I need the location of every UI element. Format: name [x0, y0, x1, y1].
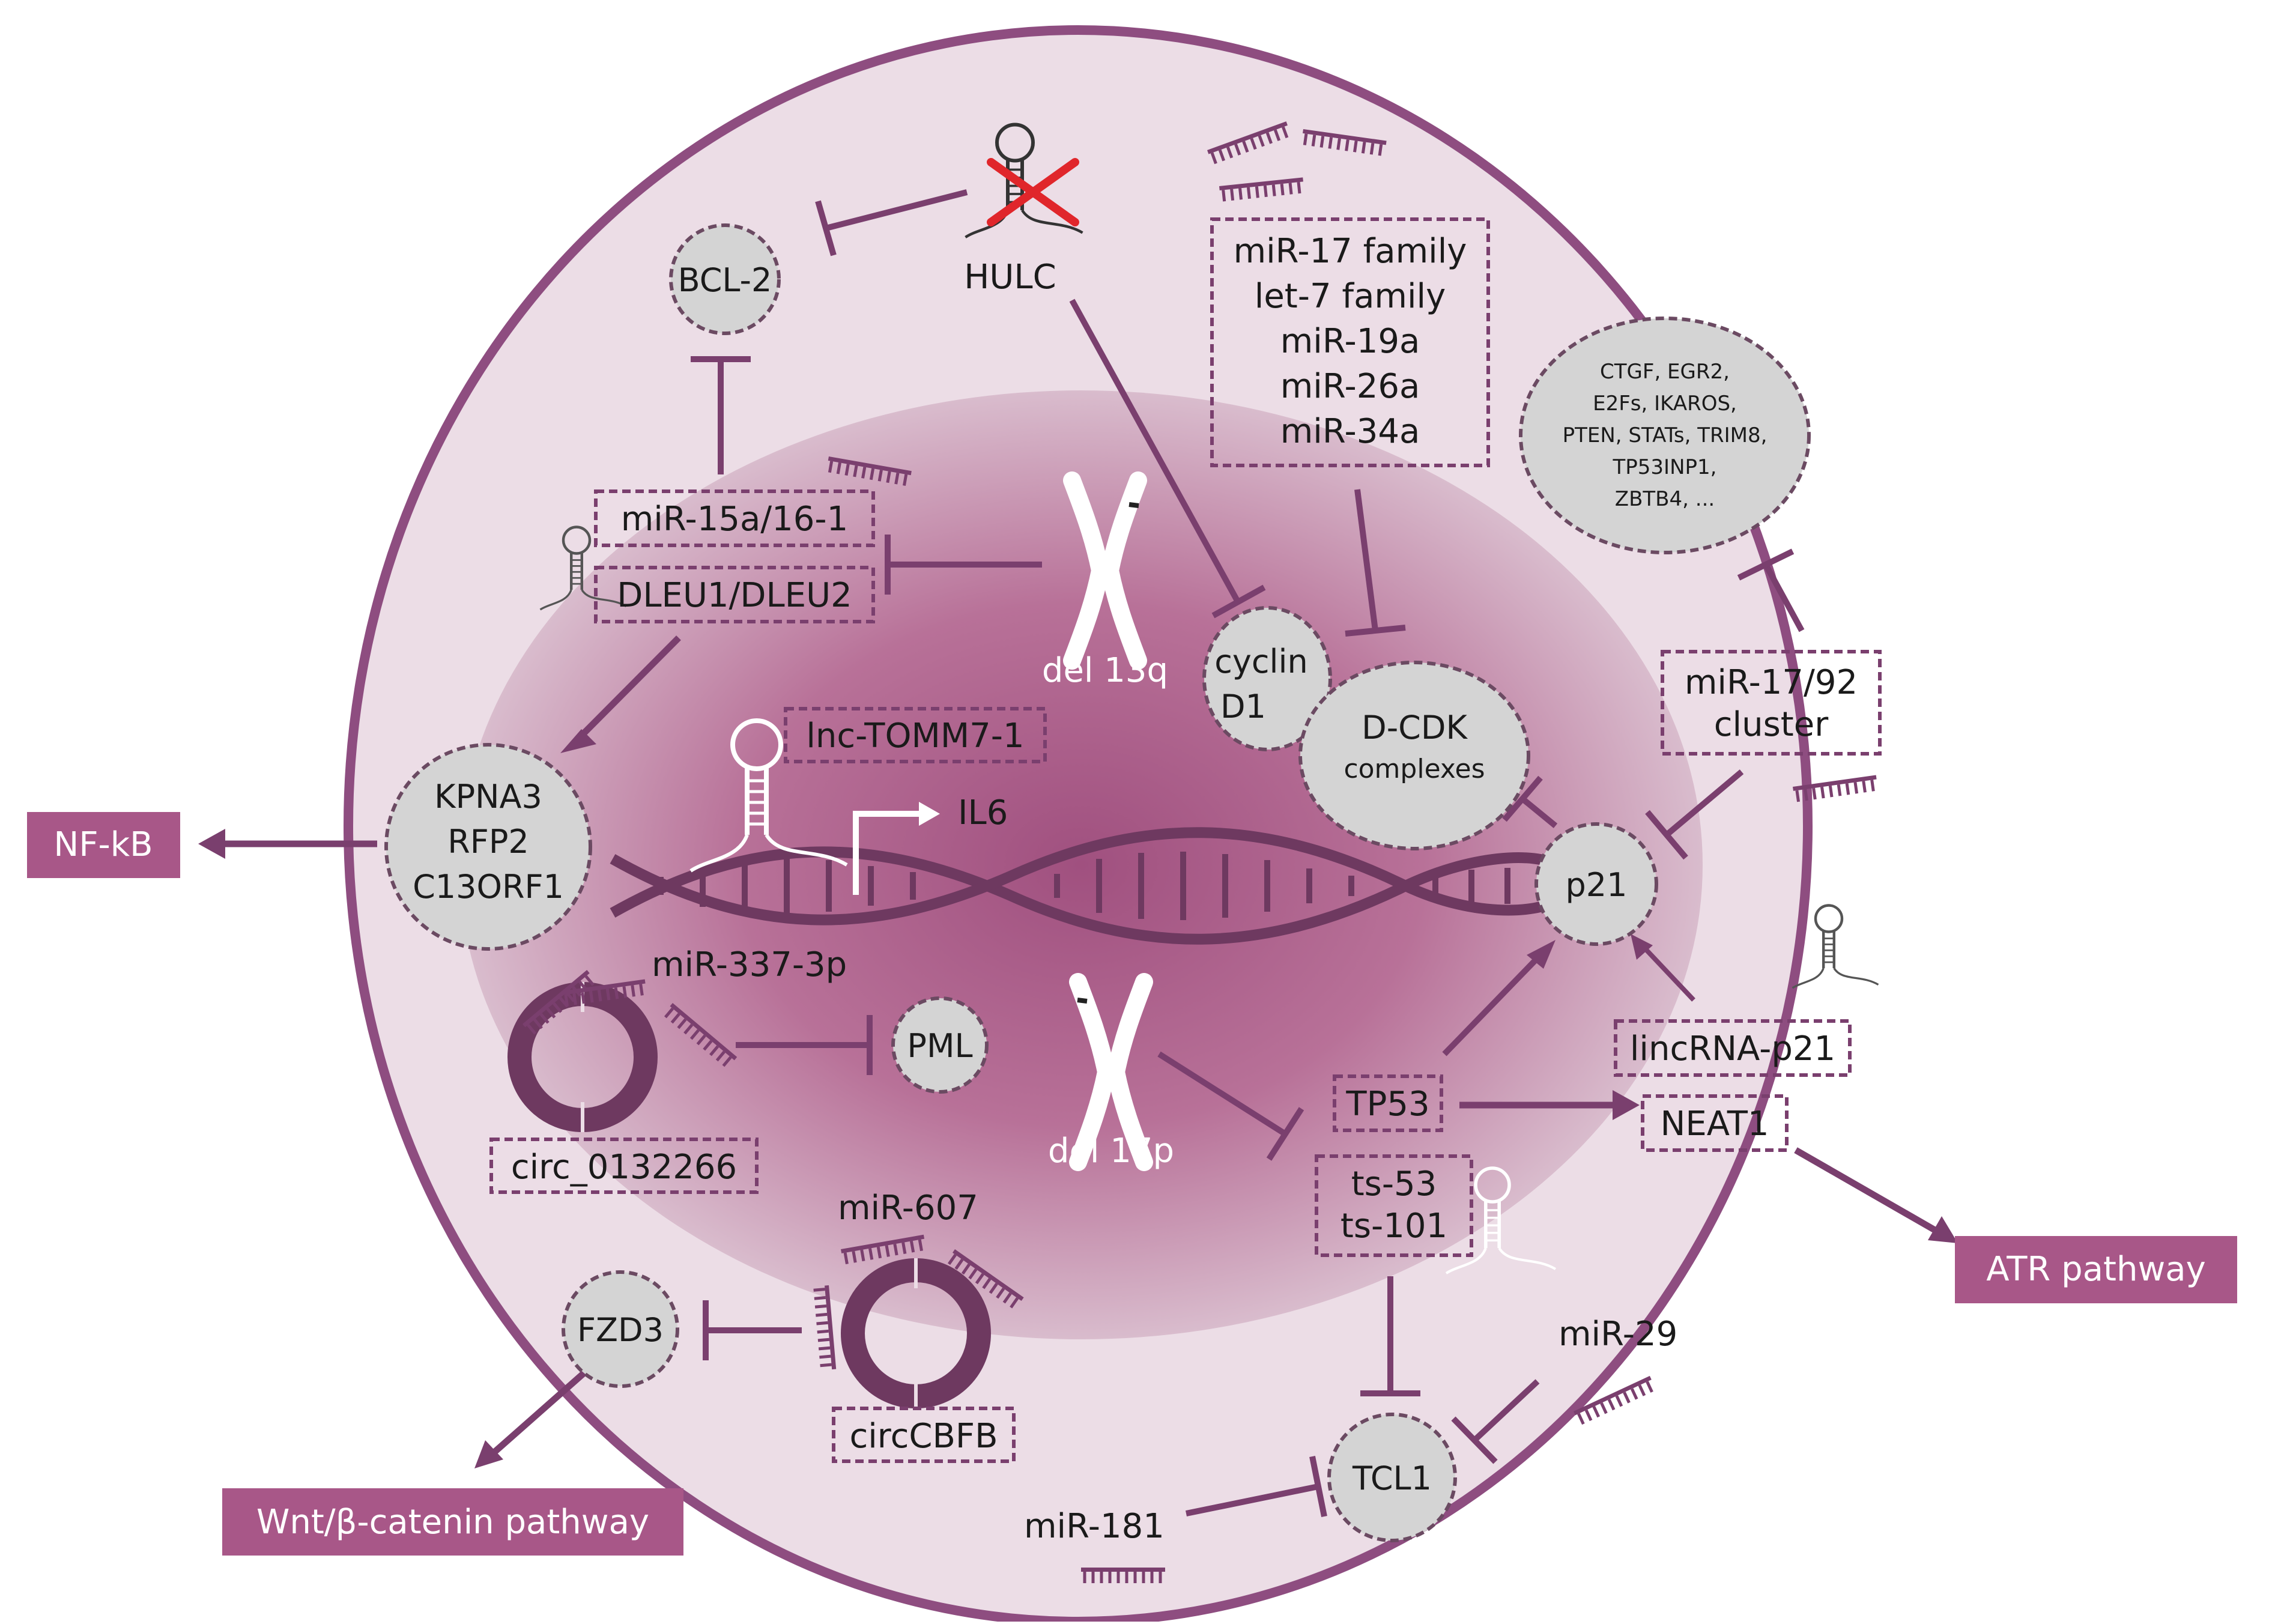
- targets-line-2: E2Fs, IKAROS,: [1593, 392, 1737, 416]
- pathway-wnt: [222, 1488, 683, 1556]
- node-tcl1: [1327, 1413, 1457, 1542]
- targets-line-5: ZBTB4, ...: [1615, 487, 1715, 511]
- node-cyclin: [1202, 606, 1332, 751]
- dleu-label: DLEU1/DLEU2: [617, 576, 852, 615]
- chromosome-17p-icon: [1077, 982, 1144, 1162]
- edge-mir1792-p21: [1664, 769, 1744, 837]
- mirfam-line-3: miR-19a: [1280, 322, 1420, 361]
- targets-line-1: CTGF, EGR2,: [1600, 360, 1730, 384]
- del13q-label: del 13q: [1042, 651, 1168, 690]
- edge-hulc-bcl2: [825, 189, 968, 231]
- cyclin-label: cyclin: [1214, 643, 1308, 680]
- mir15-label: miR-15a/16-1: [621, 500, 849, 539]
- lincrna-label: lincRNA-p21: [1630, 1029, 1835, 1068]
- il6-label: IL6: [958, 793, 1008, 832]
- edge-mir1792-targets: [1763, 563, 1805, 632]
- mir607-label: miR-607: [838, 1189, 978, 1228]
- edge-fzd3-wnt: [487, 1363, 594, 1459]
- mirfam-line-5: miR-34a: [1280, 412, 1420, 451]
- box-ts: [1315, 1154, 1473, 1257]
- p21-label: p21: [1566, 866, 1628, 904]
- pml-label: PML: [907, 1027, 972, 1065]
- node-dcdk: [1298, 661, 1530, 850]
- edge-del17p-tp53: [1157, 1051, 1287, 1137]
- box-circcbfb: [832, 1407, 1016, 1463]
- complexes-label: complexes: [1344, 754, 1485, 784]
- mirfam-line-1: miR-17 family: [1234, 232, 1467, 271]
- mirfam-line-2: let-7 family: [1255, 277, 1446, 316]
- box-lincrna: [1614, 1019, 1852, 1077]
- nfkb-label: NF-kB: [53, 825, 153, 864]
- wnt-label: Wnt/β-catenin pathway: [256, 1503, 649, 1542]
- mir1792-line-2: cluster: [1714, 705, 1829, 744]
- box-neat1: [1641, 1094, 1789, 1152]
- box-mir15: [594, 489, 875, 547]
- dna-helix-icon: [610, 827, 1559, 945]
- d1-label: D1: [1220, 688, 1266, 726]
- tp53-label: TP53: [1345, 1085, 1429, 1124]
- fzd3-label: FZD3: [577, 1311, 664, 1349]
- edge-neat1-atr: [1794, 1147, 1939, 1234]
- del17p-label: del 17p: [1048, 1132, 1174, 1171]
- targets-line-3: PTEN, STATs, TRIM8,: [1563, 423, 1768, 447]
- hulc-label: HULC: [964, 258, 1056, 297]
- tomm-label: lnc-TOMM7-1: [806, 717, 1024, 756]
- edge-mir181-tcl1: [1185, 1483, 1319, 1516]
- pathway-nfkb: [27, 812, 180, 878]
- edge-tp53-p21: [1442, 953, 1543, 1056]
- cross-icon: [987, 158, 1079, 226]
- pathway-atr: [1955, 1236, 2237, 1303]
- edge-mirfam-dcdk: [1354, 489, 1378, 631]
- c13orf1-label: C13ORF1: [413, 868, 564, 906]
- node-bcl2: [669, 223, 781, 335]
- ts101-label: ts-101: [1340, 1207, 1447, 1246]
- node-kpna3: [384, 743, 592, 951]
- circ0132266-label: circ_0132266: [511, 1148, 737, 1187]
- circcbfb-label: circCBFB: [849, 1417, 998, 1456]
- node-fzd3: [562, 1270, 679, 1388]
- box-tp53: [1333, 1074, 1443, 1132]
- chromosome-13q-icon: [1072, 480, 1139, 661]
- ts53-label: ts-53: [1351, 1165, 1437, 1204]
- node-targets: [1519, 317, 1811, 554]
- edge-p21-dcdk: [1520, 796, 1558, 828]
- node-p21: [1534, 822, 1658, 946]
- neat1-label: NEAT1: [1660, 1104, 1769, 1144]
- circrna-cbfb-icon: [841, 1258, 991, 1408]
- atr-label: ATR pathway: [1986, 1250, 2205, 1289]
- mirfam-line-4: miR-26a: [1280, 367, 1420, 406]
- mir29-label: miR-29: [1559, 1315, 1677, 1354]
- mir181-label: miR-181: [1024, 1507, 1165, 1546]
- edge-mir29-tcl1: [1472, 1379, 1540, 1443]
- promoter-arrow-icon: [853, 811, 919, 895]
- edge-lincrna-p21: [1641, 944, 1695, 1002]
- node-pml: [891, 996, 989, 1094]
- box-tomm: [784, 707, 1047, 763]
- rfp2-label: RFP2: [447, 823, 529, 861]
- edge-dleu-kpna3: [577, 635, 681, 740]
- bcl2-label: BCL-2: [678, 261, 772, 299]
- box-dleu: [594, 566, 875, 623]
- tcl1-label: TCL1: [1352, 1459, 1432, 1497]
- box-mir-families: [1210, 217, 1490, 467]
- dcdk-label: D-CDK: [1362, 709, 1468, 747]
- kpna3-label: KPNA3: [434, 778, 542, 816]
- targets-line-4: TP53INP1,: [1613, 455, 1717, 479]
- box-mir1792: [1661, 650, 1882, 756]
- edge-hulc-cyclin: [1069, 298, 1240, 602]
- mir337-label: miR-337-3p: [652, 945, 847, 984]
- box-circ0132266: [489, 1138, 759, 1194]
- mir1792-line-1: miR-17/92: [1685, 663, 1858, 702]
